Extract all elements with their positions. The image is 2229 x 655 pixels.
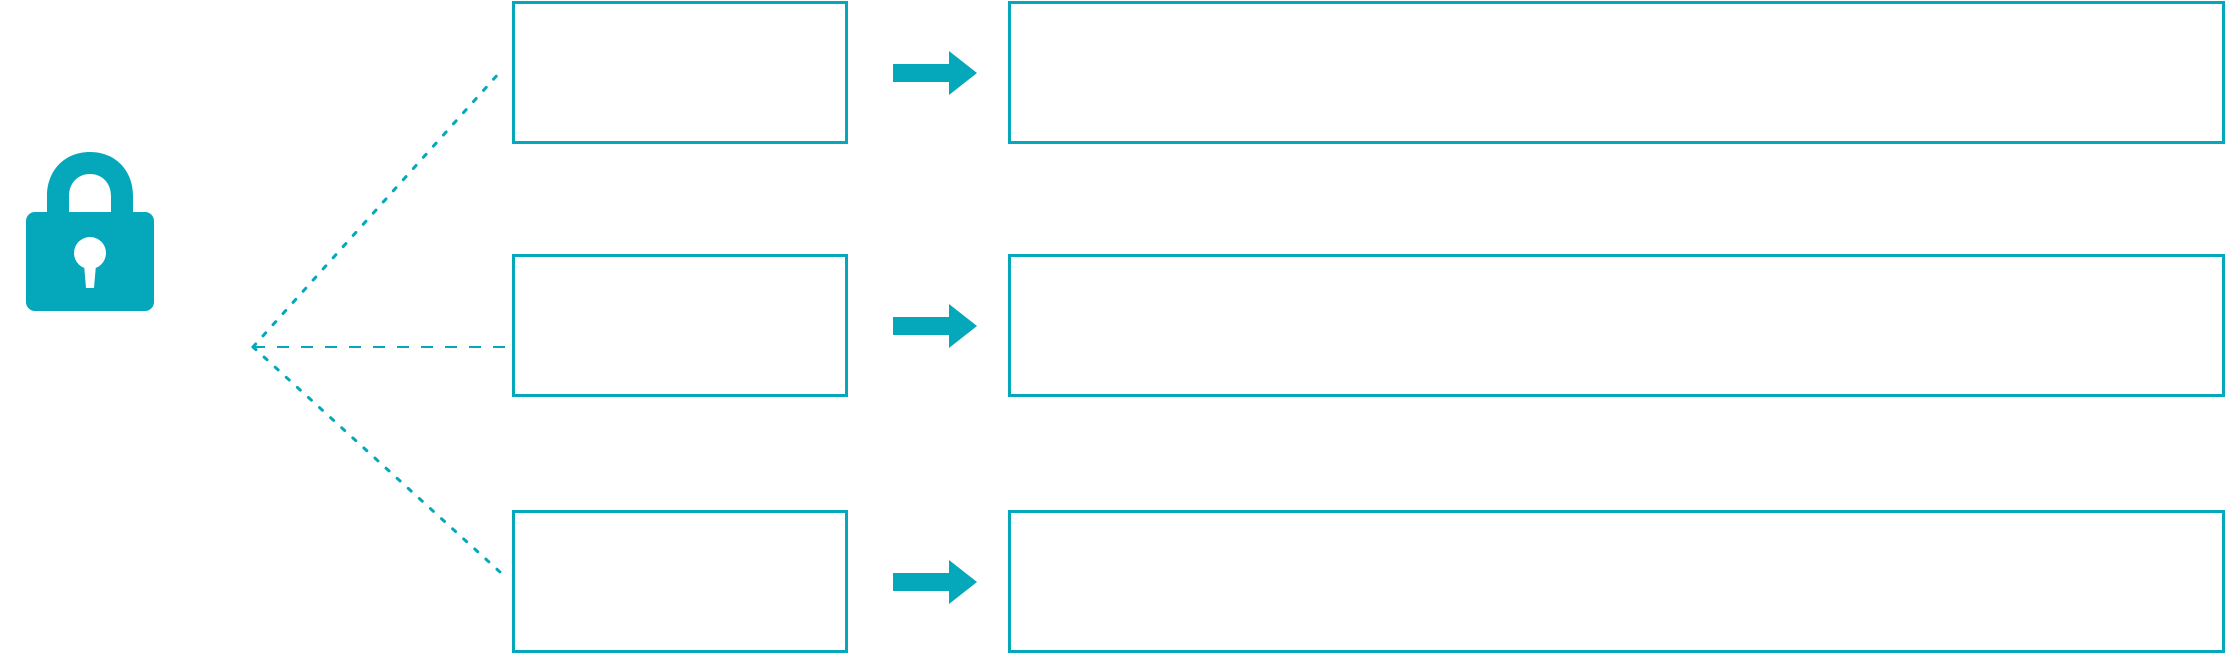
- stage-box-small[interactable]: [512, 254, 848, 397]
- stage-box-wide[interactable]: [1008, 510, 2225, 653]
- stage-box-small[interactable]: [512, 1, 848, 144]
- stage-box-wide[interactable]: [1008, 254, 2225, 397]
- diagram-row: [0, 254, 2229, 397]
- stage-box-wide[interactable]: [1008, 1, 2225, 144]
- arrow-right-icon: [893, 560, 977, 604]
- diagram-row: [0, 1, 2229, 144]
- arrow-right-icon: [893, 304, 977, 348]
- arrow-right-icon: [893, 51, 977, 95]
- padlock-icon: [25, 150, 155, 312]
- stage-box-small[interactable]: [512, 510, 848, 653]
- diagram-row: [0, 510, 2229, 653]
